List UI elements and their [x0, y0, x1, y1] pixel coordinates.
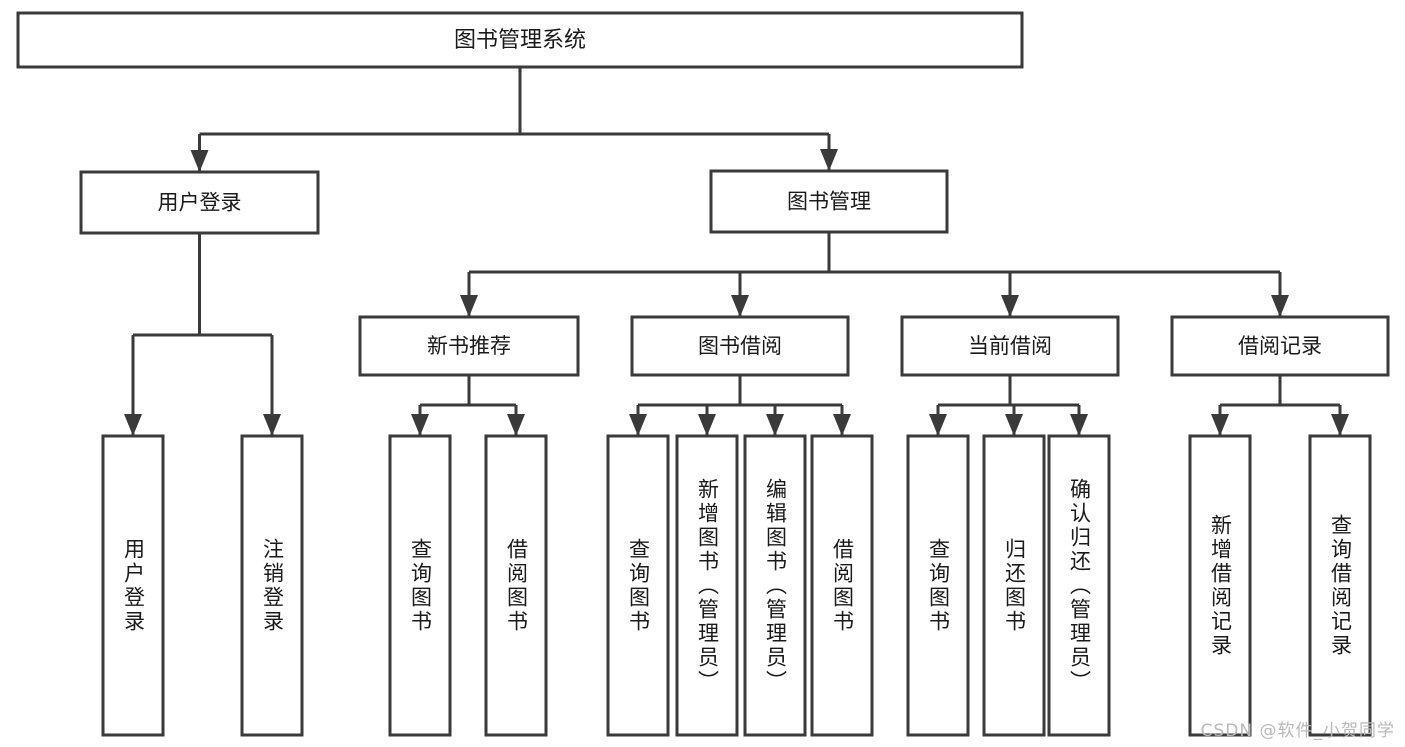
arrow-head-icon: [507, 414, 525, 436]
arrow-head-icon: [124, 414, 142, 436]
arrow-head-icon: [190, 150, 209, 172]
node-box-leaf-query-book-1[interactable]: [388, 434, 452, 737]
node-label-user-login: 用户登录: [158, 191, 242, 215]
arrow-head-icon: [698, 414, 716, 436]
arrow-head-icon: [929, 414, 947, 436]
node-box-current-borrow[interactable]: [900, 315, 1120, 377]
arrow-head-icon: [263, 414, 281, 436]
node-box-leaf-query-book-3[interactable]: [906, 434, 970, 737]
watermark-text: CSDN @软件_小贺同学: [1200, 721, 1395, 741]
arrow-head-icon: [820, 149, 838, 171]
arrow-head-icon: [460, 295, 478, 317]
node-box-leaf-return-book[interactable]: [982, 434, 1046, 737]
node-box-leaf-borrow-book-1[interactable]: [484, 434, 548, 737]
arrow-head-icon: [731, 295, 749, 317]
arrow-head-icon: [1271, 295, 1289, 317]
node-label-book-manage: 图书管理: [787, 190, 871, 214]
arrow-head-icon: [1211, 414, 1229, 436]
node-box-root[interactable]: [16, 11, 1024, 69]
connectors-layer: [124, 67, 1349, 436]
node-box-borrow-record[interactable]: [1170, 315, 1390, 377]
arrow-head-icon: [411, 414, 429, 436]
node-box-leaf-add-book[interactable]: [675, 434, 739, 737]
arrow-head-icon: [1001, 295, 1019, 317]
node-box-leaf-confirm-return[interactable]: [1047, 434, 1111, 737]
node-box-user-login[interactable]: [79, 170, 320, 235]
node-label-borrow-record: 借阅记录: [1238, 334, 1322, 358]
arrow-head-icon: [1005, 414, 1023, 436]
node-label-root: 图书管理系统: [454, 28, 586, 53]
node-box-book-manage[interactable]: [709, 169, 949, 234]
node-box-leaf-user-login[interactable]: [101, 434, 165, 737]
arrow-head-icon: [1331, 414, 1349, 436]
node-box-leaf-query-record[interactable]: [1308, 434, 1372, 737]
node-label-book-borrow: 图书借阅: [698, 334, 782, 358]
node-box-book-borrow[interactable]: [630, 315, 850, 377]
node-box-leaf-add-record[interactable]: [1188, 434, 1252, 737]
node-label-new-book-rec: 新书推荐: [427, 334, 511, 358]
arrow-head-icon: [629, 414, 647, 436]
node-box-new-book-rec[interactable]: [358, 315, 580, 377]
arrow-head-icon: [833, 414, 851, 436]
node-box-leaf-borrow-book-2[interactable]: [810, 434, 874, 737]
arrow-head-icon: [766, 414, 784, 436]
arrow-head-icon: [1070, 414, 1088, 436]
node-label-current-borrow: 当前借阅: [968, 334, 1052, 358]
node-box-leaf-query-book-2[interactable]: [606, 434, 670, 737]
node-box-leaf-logout[interactable]: [240, 434, 304, 737]
node-box-leaf-edit-book[interactable]: [743, 434, 807, 737]
